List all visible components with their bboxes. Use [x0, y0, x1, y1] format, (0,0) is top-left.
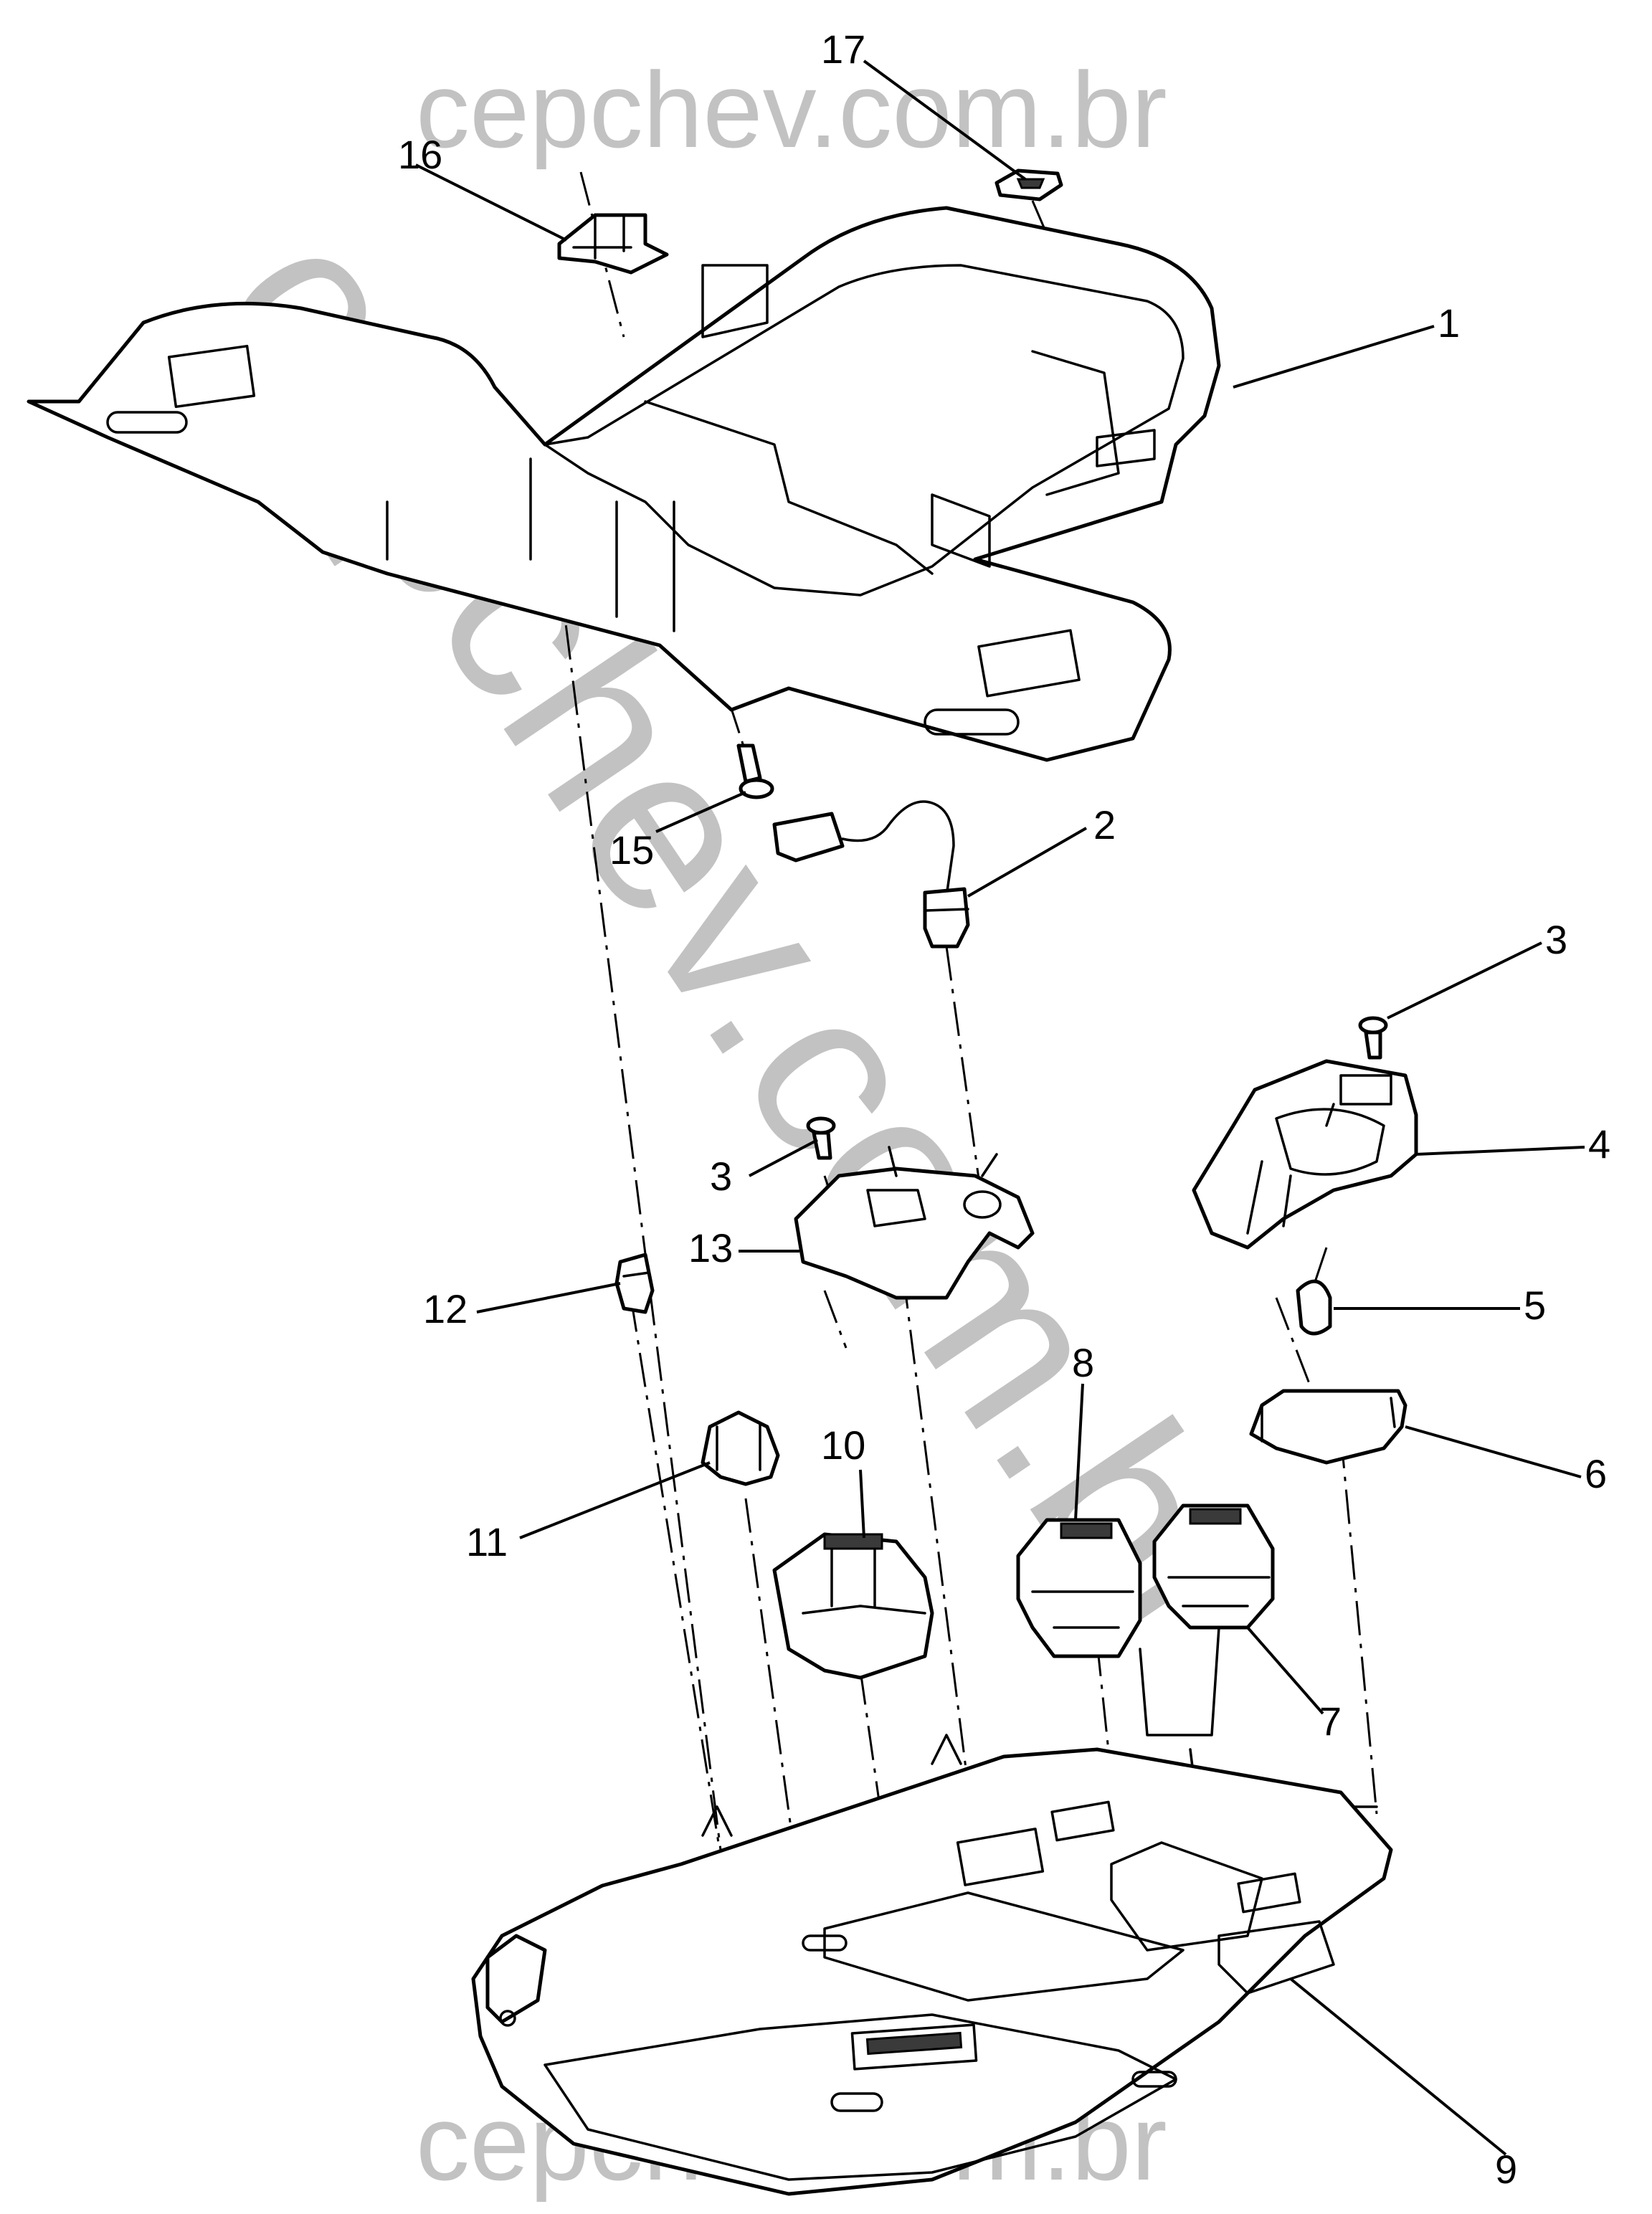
callout-2: 2 — [1093, 802, 1116, 847]
callout-11: 11 — [466, 1519, 508, 1564]
callout-8: 8 — [1072, 1340, 1094, 1385]
callout-6: 6 — [1585, 1451, 1607, 1496]
callout-3-left: 3 — [710, 1154, 732, 1199]
callout-10: 10 — [821, 1422, 865, 1468]
part-4-housing — [1192, 1059, 1418, 1250]
part-8-switch — [1016, 1518, 1142, 1658]
callout-9: 9 — [1495, 2147, 1517, 2192]
part-3-screw-right — [1358, 1016, 1388, 1060]
part-13-bracket — [794, 1146, 1035, 1300]
callout-1: 1 — [1438, 300, 1460, 346]
part-11-clip — [701, 1410, 780, 1486]
callout-labels: 17 16 1 2 15 3 4 3 13 5 12 8 10 6 11 7 9 — [398, 27, 1610, 2192]
part-9-console — [471, 1734, 1393, 2196]
part-7-switch — [1152, 1503, 1275, 1630]
callout-3-right: 3 — [1545, 917, 1567, 962]
callout-16: 16 — [398, 132, 442, 177]
leader-lines — [415, 60, 1585, 2156]
callout-4: 4 — [1588, 1121, 1610, 1167]
callout-17: 17 — [821, 27, 865, 72]
part-10-switch — [772, 1532, 934, 1680]
part-16-clip — [557, 213, 669, 275]
callout-7: 7 — [1319, 1698, 1342, 1744]
part-3-screw-left — [806, 1116, 836, 1160]
callout-5: 5 — [1524, 1283, 1546, 1328]
part-17-cap — [994, 168, 1063, 201]
part-15-screw — [736, 743, 774, 799]
part-12-clip — [614, 1253, 655, 1314]
part-1-headliner-bracket — [27, 206, 1221, 762]
part-6-lens — [1249, 1389, 1407, 1465]
callout-15: 15 — [609, 827, 654, 873]
callout-12: 12 — [423, 1286, 467, 1331]
callout-13: 13 — [688, 1225, 733, 1270]
watermark-top: cepchev.com.br — [416, 49, 1167, 170]
part-5-bulb — [1296, 1279, 1332, 1336]
part-2-harness — [772, 800, 970, 949]
